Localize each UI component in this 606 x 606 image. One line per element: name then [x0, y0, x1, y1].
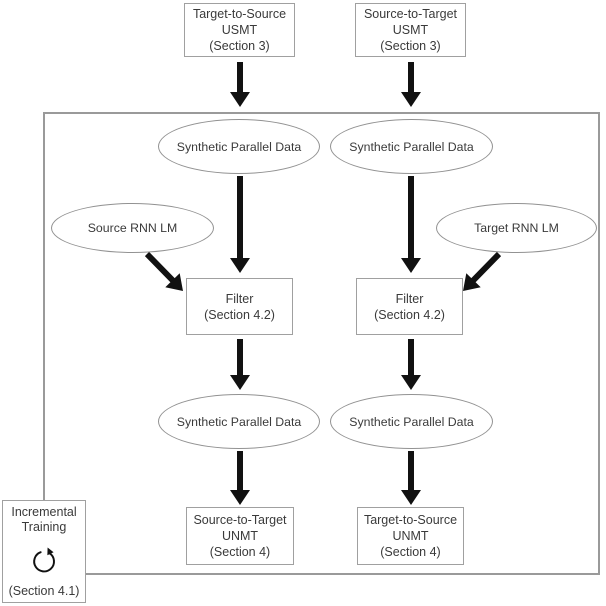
ellipse-label: Source RNN LM	[87, 221, 178, 235]
box-source-to-target-usmt: Source-to-Target USMT (Section 3)	[355, 3, 466, 57]
ellipse-target-rnn-lm: Target RNN LM	[436, 203, 597, 253]
arrow-stt-usmt-to-spd	[401, 62, 421, 107]
box-line: Filter	[225, 291, 254, 306]
box-line: (Section 3)	[380, 39, 441, 53]
ellipse-synthetic-parallel-data-bottom-left: Synthetic Parallel Data	[158, 394, 320, 449]
ellipse-label: Synthetic Parallel Data	[349, 414, 474, 429]
box-line: (Section 3)	[209, 39, 270, 53]
box-line: Source-to-Target	[193, 513, 287, 527]
box-line: Filter	[395, 291, 424, 306]
box-line: (Section 4)	[209, 545, 271, 559]
ellipse-source-rnn-lm: Source RNN LM	[51, 203, 214, 253]
box-line: Target-to-Source	[363, 513, 458, 527]
box-line: UNMT	[392, 529, 429, 543]
box-line: USMT	[221, 23, 258, 37]
box-line: UNMT	[221, 529, 259, 543]
box-line: (Section 4.1)	[8, 584, 80, 598]
incremental-training-label: Incremental Training	[11, 505, 76, 535]
ellipse-synthetic-parallel-data-top-right: Synthetic Parallel Data	[330, 119, 493, 174]
box-filter-left: Filter (Section 4.2)	[186, 278, 293, 335]
ellipse-synthetic-parallel-data-bottom-right: Synthetic Parallel Data	[330, 394, 493, 449]
box-line: USMT	[392, 23, 429, 37]
arrow-tts-usmt-to-spd	[230, 62, 250, 107]
box-line: (Section 4)	[380, 545, 441, 559]
box-incremental-training: Incremental Training (Section 4.1)	[2, 500, 86, 603]
ellipse-label: Synthetic Parallel Data	[176, 414, 302, 429]
circular-rotation-arrow-icon	[33, 547, 55, 573]
box-target-to-source-unmt: Target-to-Source UNMT (Section 4)	[357, 507, 464, 565]
box-line: Training	[21, 520, 67, 534]
pipeline-container-frame	[43, 112, 600, 575]
box-line: Incremental	[11, 505, 77, 519]
box-line: Source-to-Target	[363, 7, 458, 21]
ellipse-label: Synthetic Parallel Data	[349, 139, 474, 154]
box-target-to-source-usmt: Target-to-Source USMT (Section 3)	[184, 3, 295, 57]
ellipse-label: Target RNN LM	[474, 221, 559, 235]
box-line: (Section 4.2)	[204, 307, 275, 322]
ellipse-synthetic-parallel-data-top-left: Synthetic Parallel Data	[158, 119, 320, 174]
box-line: (Section 4.2)	[374, 307, 445, 322]
box-filter-right: Filter (Section 4.2)	[356, 278, 463, 335]
box-source-to-target-unmt: Source-to-Target UNMT (Section 4)	[186, 507, 294, 565]
box-line: Target-to-Source	[192, 7, 287, 21]
ellipse-label: Synthetic Parallel Data	[176, 139, 302, 154]
